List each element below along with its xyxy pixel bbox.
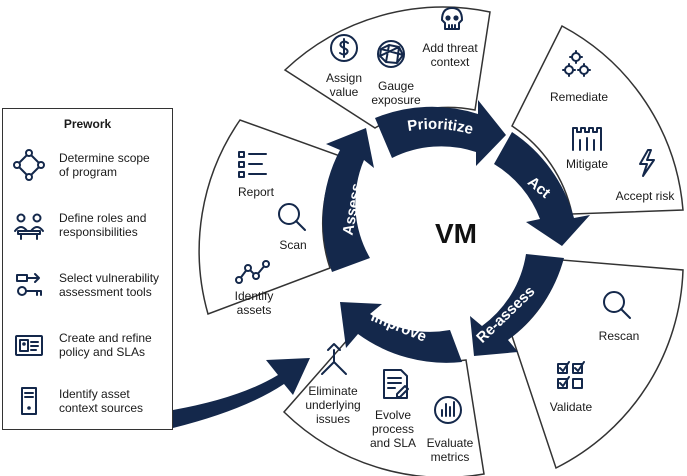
prework-item-label: responsibilities — [59, 225, 138, 239]
gears-icon — [562, 50, 591, 77]
report-label: Report — [238, 185, 275, 199]
improve-band — [340, 302, 462, 363]
prework-item-label: Select vulnerability — [59, 271, 160, 285]
globe-mesh-icon — [377, 40, 405, 68]
act-segment — [511, 24, 684, 215]
validate-label: Validate — [550, 400, 593, 414]
checklist-icon — [557, 361, 585, 389]
mitigate-label: Mitigate — [566, 157, 608, 171]
magnifier-icon — [603, 291, 631, 319]
skull-icon — [441, 7, 463, 30]
assess-segment — [198, 119, 342, 315]
lightning-icon — [639, 149, 655, 177]
prework-item-label: Create and refine — [59, 331, 152, 345]
prework-item-roles: Define roles and responsibilities — [3, 209, 172, 253]
prework-item-label: of program — [59, 165, 118, 179]
prework-title: Prework — [63, 117, 112, 131]
prework-item-label: Determine scope — [59, 151, 150, 165]
reassess-band — [470, 254, 564, 356]
castle-icon — [572, 127, 602, 151]
document-icon — [383, 369, 409, 399]
magnifier-icon — [278, 203, 306, 231]
prework-item-context: Identify asset context sources — [3, 385, 172, 429]
team-icon — [14, 213, 44, 240]
prework-item-label: context sources — [59, 401, 144, 415]
list-icon — [238, 151, 267, 178]
remediate-label: Remediate — [550, 90, 608, 104]
network-diamond-icon — [13, 149, 45, 181]
dollar-icon — [330, 34, 358, 62]
rescan-label: Rescan — [599, 329, 640, 343]
id-card-icon — [15, 335, 43, 356]
prework-item-label: policy and SLAs — [59, 345, 146, 359]
metrics-icon — [434, 396, 462, 424]
prework-item-label: assessment tools — [59, 285, 152, 299]
prework-item-scope: Determine scope of program — [3, 149, 172, 193]
server-icon — [21, 387, 37, 415]
center-label: VM — [435, 218, 477, 249]
prework-item-label: Identify asset — [59, 387, 130, 401]
scan-label: Scan — [279, 238, 306, 252]
merge-arrows-icon — [321, 343, 347, 375]
tools-icon — [16, 273, 42, 296]
act-band — [494, 132, 590, 246]
prework-item-label: Define roles and — [59, 211, 147, 225]
accept-risk-label: Accept risk — [616, 189, 676, 203]
prework-item-policy: Create and refine policy and SLAs — [3, 329, 172, 373]
prioritize-band — [375, 100, 506, 166]
prework-panel: Prework Determine scope of program Defin… — [2, 108, 173, 430]
assess-band — [322, 128, 374, 272]
entry-arrow — [173, 358, 310, 428]
nodes-icon — [235, 260, 270, 284]
prework-item-tools: Select vulnerability assessment tools — [3, 269, 172, 313]
